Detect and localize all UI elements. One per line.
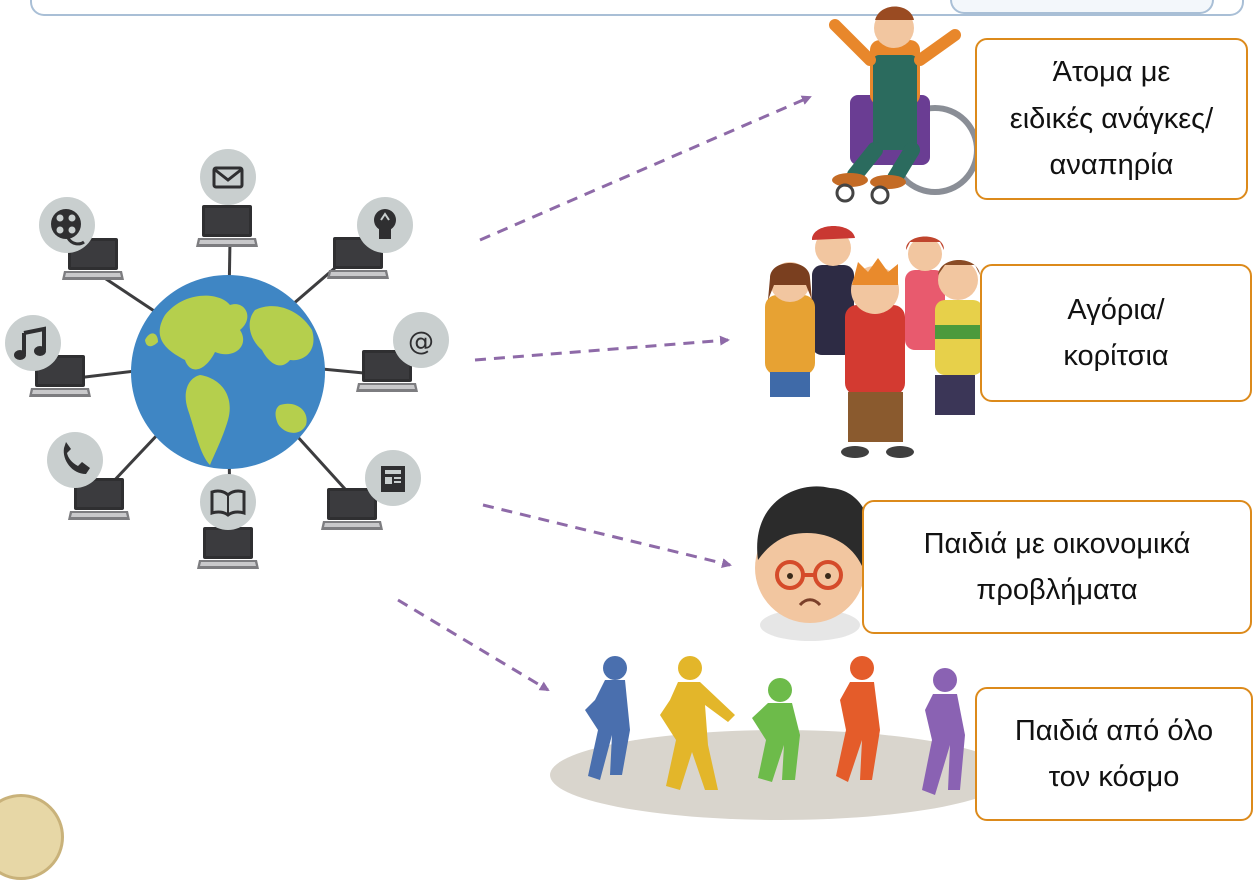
label-disabilities-line-3: αναπηρία (1049, 149, 1174, 182)
label-box-children-world: Παιδιά από όλο τον κόσμο (975, 687, 1253, 821)
book-icon (200, 474, 256, 530)
boy-with-glasses-illustration (755, 486, 871, 641)
children-group-illustration (765, 226, 983, 458)
at-sign-icon: @ (393, 312, 449, 368)
arrow-to-financial (482, 503, 732, 568)
label-boys-girls-line-1: Αγόρια/ (1067, 293, 1165, 326)
label-disabilities-line-1: Άτομα με (1052, 56, 1171, 89)
laptop-top (196, 205, 258, 247)
newspaper-icon (365, 450, 421, 506)
globe (131, 275, 325, 469)
mail-icon (200, 149, 256, 205)
label-box-disabilities: Άτομα με ειδικές ανάγκες/ αναπηρία (975, 38, 1248, 200)
label-world-line-2: τον κόσμο (1048, 761, 1180, 793)
lightbulb-icon (357, 197, 413, 253)
film-reel-icon (39, 197, 95, 253)
label-box-boys-girls: Αγόρια/ κορίτσια (980, 264, 1252, 402)
label-financial-line-2: προβλήματα (976, 574, 1138, 606)
music-note-icon (5, 315, 61, 371)
running-children-illustration (550, 656, 1010, 820)
label-box-financial-problems: Παιδιά με οικονομικά προβλήματα (862, 500, 1252, 634)
wheelchair-child-illustration (829, 6, 980, 205)
arrow-to-world (397, 598, 550, 692)
svg-text:@: @ (408, 327, 434, 357)
label-world-line-1: Παιδιά από όλο (1014, 714, 1214, 747)
phone-icon (47, 432, 103, 488)
label-financial-line-1: Παιδιά με οικονομικά (923, 527, 1191, 560)
label-disabilities-line-2: ειδικές ανάγκες/ (1009, 102, 1214, 135)
arrow-to-boys-girls (474, 335, 730, 362)
network-diagram: @ (5, 6, 1010, 820)
laptop-bottom (197, 527, 259, 569)
arrow-to-disabilities (479, 95, 812, 242)
label-boys-girls-line-2: κορίτσια (1063, 340, 1169, 372)
